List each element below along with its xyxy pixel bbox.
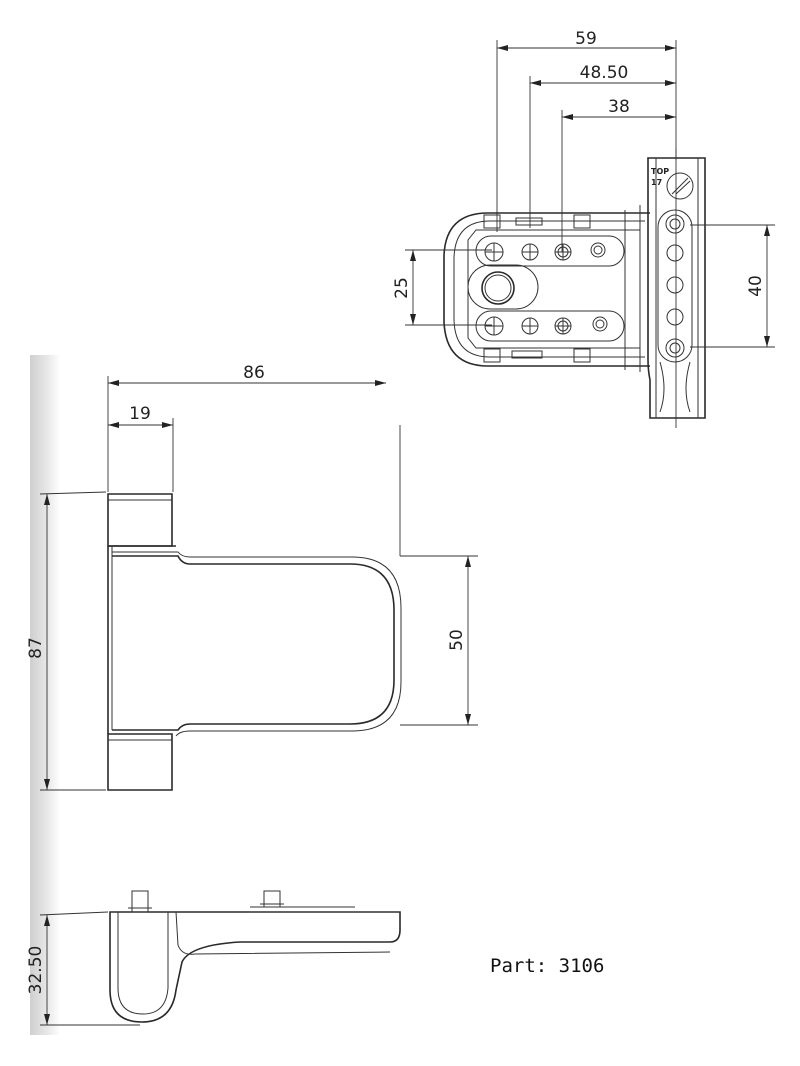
dim-line-40: 40	[690, 224, 775, 348]
adjustment-slot	[467, 264, 539, 310]
front-view: 86 19 87	[26, 363, 478, 791]
dim-19: 19	[129, 404, 151, 424]
dim-50: 50	[447, 629, 467, 651]
bracket-plate	[443, 212, 650, 367]
dim-40: 40	[746, 275, 766, 297]
dim-86: 86	[243, 363, 265, 383]
label-17: 17	[651, 178, 662, 187]
screw-holes-upper	[484, 242, 606, 262]
knuckle-bottom	[107, 733, 173, 791]
side-view: 32.50	[26, 890, 401, 1026]
top-view: 59 48.50 38	[392, 29, 775, 428]
dim-line-19: 19	[108, 404, 174, 492]
dim-32-50: 32.50	[26, 946, 46, 995]
pin-right	[260, 890, 284, 908]
pin-left	[128, 890, 152, 913]
dim-59: 59	[575, 29, 597, 49]
scan-shadow	[30, 355, 60, 1035]
screw-holes-lower	[484, 316, 608, 336]
dim-38: 38	[608, 97, 630, 117]
knuckle-top	[107, 493, 173, 547]
part-label: Part: 3106	[490, 955, 604, 977]
dim-line-25: 25	[392, 249, 492, 326]
knuckle-holes	[665, 214, 685, 358]
dim-line-32-50: 32.50	[26, 911, 140, 1026]
dim-line-59: 59	[496, 29, 676, 232]
dim-line-38: 38	[561, 97, 676, 252]
dim-25: 25	[392, 277, 412, 299]
hinge-leaf	[107, 546, 395, 734]
knuckle-column	[647, 157, 706, 419]
dim-line-87: 87	[26, 491, 107, 791]
label-top: TOP	[651, 167, 669, 176]
dim-line-86: 86	[107, 363, 386, 492]
dim-line-50: 50	[400, 555, 478, 726]
adjustment-knob	[481, 271, 515, 305]
dim-48-50: 48.50	[580, 63, 629, 83]
hinge-profile	[109, 911, 401, 1023]
top-marker-circle	[666, 172, 694, 200]
dim-line-48-50: 48.50	[529, 63, 676, 228]
dim-87: 87	[26, 637, 46, 659]
